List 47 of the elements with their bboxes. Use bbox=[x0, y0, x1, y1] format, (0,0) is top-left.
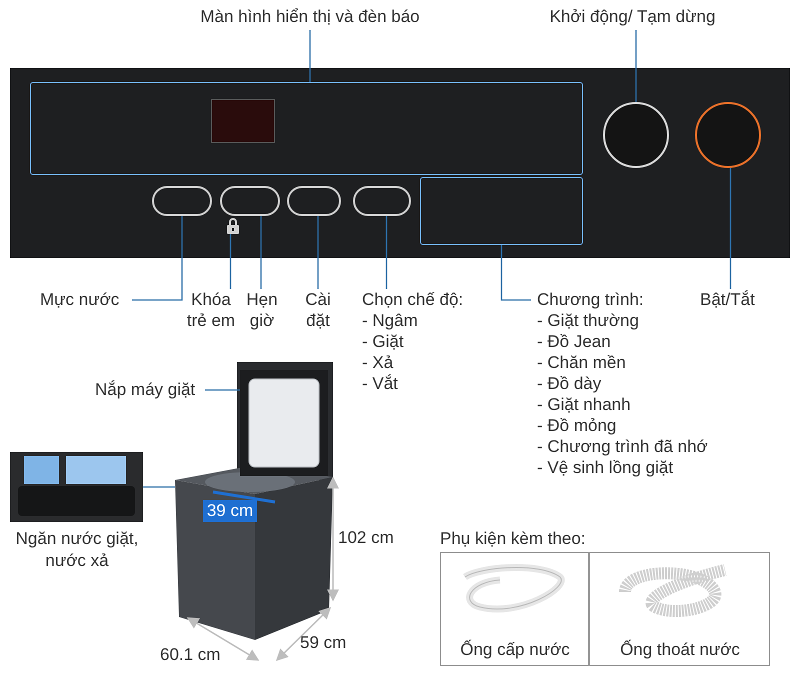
leader-line bbox=[132, 216, 183, 301]
list-item: - Vệ sinh lồng giặt bbox=[537, 457, 674, 478]
course-area-outline bbox=[420, 177, 583, 245]
callout-label: Hẹn giờ bbox=[245, 289, 279, 331]
water-level-button bbox=[152, 186, 212, 216]
leader-line bbox=[317, 216, 319, 289]
display-area-outline bbox=[30, 82, 583, 175]
leader-line bbox=[500, 245, 531, 301]
dimension-label: 59 cm bbox=[300, 632, 348, 654]
dimension-label: 39 cm bbox=[203, 500, 257, 522]
callout-label: Khởi động/ Tạm dừng bbox=[548, 6, 716, 27]
leader-line bbox=[205, 389, 240, 391]
accessory-caption: Ống cấp nước bbox=[460, 639, 570, 660]
accessory-caption: Ống thoát nước bbox=[620, 639, 740, 660]
leader-line bbox=[730, 168, 732, 289]
list-item: - Giặt bbox=[362, 331, 405, 352]
callout-label: Màn hình hiển thị và đèn báo bbox=[199, 6, 421, 27]
callout-label: Nắp máy giặt bbox=[95, 379, 196, 400]
dimension-label: 102 cm bbox=[338, 527, 395, 549]
callout-label: Chọn chế độ: bbox=[362, 289, 464, 310]
list-item: - Đồ Jean bbox=[537, 331, 612, 352]
section-heading: Phụ kiện kèm theo: bbox=[440, 528, 587, 549]
list-item: - Chương trình đã nhớ bbox=[537, 436, 709, 457]
leader-line bbox=[386, 216, 388, 289]
list-item: - Chăn mền bbox=[537, 352, 627, 373]
process-button bbox=[353, 186, 411, 216]
list-item: - Đồ dày bbox=[537, 373, 602, 394]
list-item: - Giặt nhanh bbox=[537, 394, 632, 415]
control-panel-photo bbox=[10, 68, 790, 258]
list-item: - Vắt bbox=[362, 373, 399, 394]
leader-line bbox=[143, 486, 175, 488]
callout-label: Bật/Tắt bbox=[700, 289, 756, 310]
list-item: - Đồ mỏng bbox=[537, 415, 618, 436]
dimension-label: 60.1 cm bbox=[160, 644, 222, 666]
preset-button bbox=[220, 186, 280, 216]
leader-line bbox=[309, 30, 311, 82]
leader-line bbox=[635, 30, 637, 102]
list-item: - Xả bbox=[362, 352, 394, 373]
set-button bbox=[287, 186, 341, 216]
leader-line bbox=[230, 234, 232, 289]
callout-label: Mực nước bbox=[40, 289, 120, 310]
list-item: - Giặt thường bbox=[537, 310, 640, 331]
callout-label: Cài đặt bbox=[304, 289, 332, 331]
leader-line bbox=[260, 216, 262, 289]
list-item: - Ngâm bbox=[362, 310, 419, 331]
callout-label: Khóa trẻ em bbox=[186, 289, 236, 331]
picture-caption: Ngăn nước giặt, nước xả bbox=[14, 528, 140, 572]
